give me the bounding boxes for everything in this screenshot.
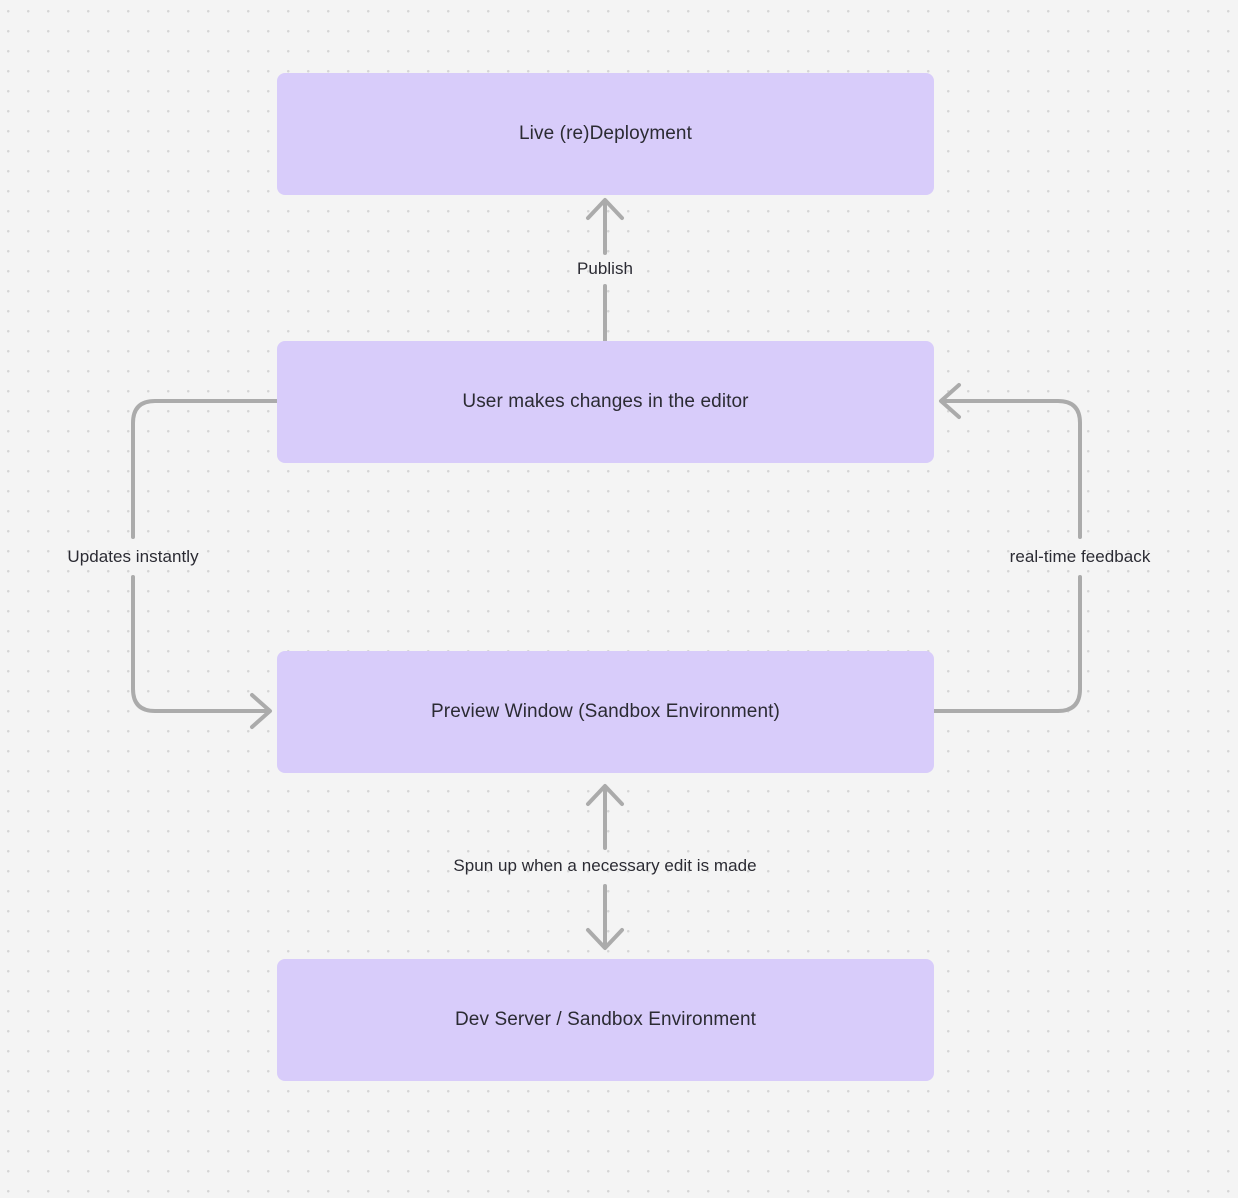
edge-label-updates-instantly: Updates instantly [67, 546, 199, 566]
node-dev-server[interactable]: Dev Server / Sandbox Environment [277, 959, 934, 1081]
node-label: Live (re)Deployment [519, 122, 692, 144]
node-label: Preview Window (Sandbox Environment) [431, 700, 780, 722]
node-label: User makes changes in the editor [462, 390, 749, 412]
node-label: Dev Server / Sandbox Environment [454, 1008, 756, 1030]
node-user-edits[interactable]: User makes changes in the editor [277, 341, 934, 463]
edge-label-spun-up: Spun up when a necessary edit is made [453, 855, 757, 875]
edge-label-publish: Publish [576, 258, 634, 278]
edge-label-real-time-feedback: real-time feedback [1009, 546, 1151, 566]
node-preview-window[interactable]: Preview Window (Sandbox Environment) [277, 651, 934, 773]
node-live-deployment[interactable]: Live (re)Deployment [277, 73, 934, 195]
